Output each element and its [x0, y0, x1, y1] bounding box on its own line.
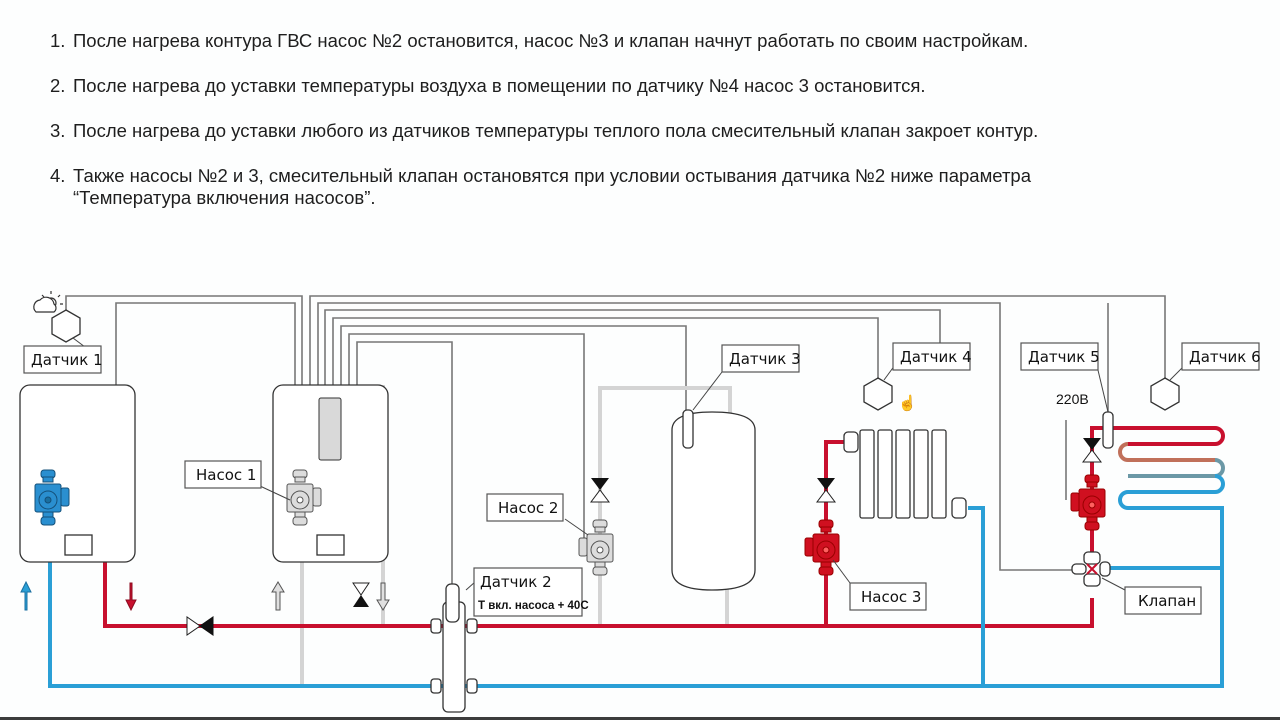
- sensor-5-probe: [1102, 411, 1114, 449]
- hot-water-tank: [671, 409, 756, 591]
- note-text: После нагрева до уставки любого из датчи…: [73, 120, 1039, 141]
- sensor-6-label: Датчик 6: [1181, 342, 1261, 371]
- valve-text: Клапан: [1138, 592, 1196, 610]
- pump-2-text: Насос 2: [498, 499, 558, 517]
- note-number: 3.: [50, 120, 66, 141]
- shutoff-valve: [590, 478, 610, 503]
- notes-list: 1. После нагрева контура ГВС насос №2 ос…: [50, 30, 1250, 232]
- note-number: 2.: [50, 75, 66, 96]
- note-item: 3. После нагрева до уставки любого из да…: [50, 120, 1250, 142]
- sensor-1-label: Датчик 1: [23, 345, 103, 374]
- boiler-2-tank: [318, 397, 342, 461]
- arrow-up-icon: [271, 581, 285, 611]
- note-item: 4. Также насосы №2 и 3, смесительный кла…: [50, 165, 1250, 209]
- sensor-6-text: Датчик 6: [1189, 348, 1261, 366]
- sensor-6-icon: [1150, 377, 1180, 411]
- arrow-down-icon: [125, 582, 137, 612]
- sensor-5-text: Датчик 5: [1028, 348, 1100, 366]
- control-wires: [65, 295, 1166, 590]
- pump-1-label: Насос 1: [184, 460, 262, 489]
- boiler-2-panel: [316, 534, 345, 556]
- sensor-3-label: Датчик 3: [721, 344, 801, 373]
- note-item: 2. После нагрева до уставки температуры …: [50, 75, 1250, 97]
- pump-1-icon: [286, 469, 322, 526]
- arrow-up-icon: [20, 580, 32, 611]
- voltage-label: 220В: [1056, 391, 1089, 407]
- shutoff-valve: [1082, 438, 1102, 463]
- note-text: Также насосы №2 и 3, смесительный клапан…: [73, 165, 1032, 208]
- boiler-1-pump-icon: [34, 469, 70, 526]
- sensor-4-text: Датчик 4: [900, 348, 972, 366]
- sensor-2-label: Датчик 2 Т вкл. насоса + 40С: [473, 567, 589, 617]
- shutoff-valve: [816, 478, 836, 503]
- radiator: [843, 429, 967, 519]
- sensor-1-icon: [51, 309, 81, 343]
- hand-touch-icon: ☝: [898, 393, 917, 412]
- note-text: После нагрева контура ГВС насос №2 остан…: [73, 30, 1029, 51]
- pump-3-label: Насос 3: [849, 582, 927, 611]
- mixing-valve-icon: [1071, 551, 1111, 587]
- note-number: 1.: [50, 30, 66, 51]
- pump-2-label: Насос 2: [486, 493, 564, 522]
- boiler-1-panel: [64, 534, 93, 556]
- note-text: После нагрева до уставки температуры воз…: [73, 75, 926, 96]
- pump-3-text: Насос 3: [861, 588, 921, 606]
- sensor-1-text: Датчик 1: [31, 351, 103, 369]
- pump-2-icon: [578, 519, 614, 576]
- hydraulic-separator: [430, 583, 478, 713]
- pump-3-icon: [804, 519, 840, 576]
- shutoff-valve: [352, 582, 370, 607]
- sensor-2-text: Датчик 2: [480, 573, 552, 591]
- pump-1-text: Насос 1: [196, 466, 256, 484]
- weather-sun-cloud-icon: [33, 291, 63, 313]
- floor-pump-icon: [1070, 474, 1106, 531]
- sensor-2-note: Т вкл. насоса + 40С: [478, 600, 589, 612]
- sensor-3-text: Датчик 3: [729, 350, 801, 368]
- return-pipes: [48, 474, 1225, 688]
- arrow-down-icon: [376, 582, 390, 611]
- shutoff-valve: [186, 616, 214, 636]
- valve-label: Клапан: [1124, 586, 1202, 615]
- bottom-border: [0, 717, 1280, 720]
- sensor-4-label: Датчик 4: [892, 342, 972, 371]
- sensor-5-label: Датчик 5: [1020, 342, 1100, 371]
- note-number: 4.: [50, 165, 66, 186]
- sensor-4-icon: [863, 377, 893, 411]
- note-item: 1. После нагрева контура ГВС насос №2 ос…: [50, 30, 1250, 52]
